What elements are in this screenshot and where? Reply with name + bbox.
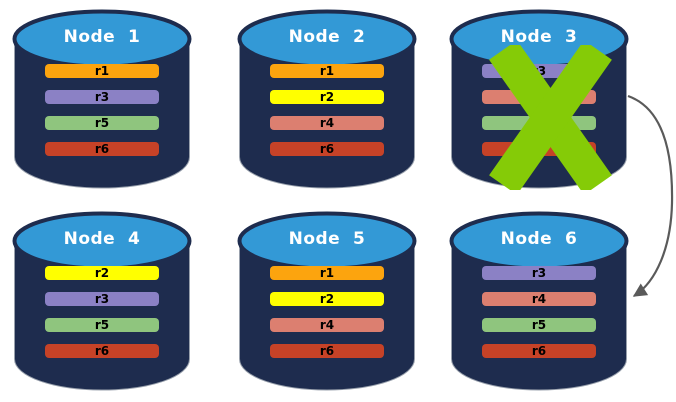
replica-bar: r6 <box>45 344 159 358</box>
replica-bar: r1 <box>270 266 384 280</box>
replica-bar: r6 <box>270 344 384 358</box>
replica-bar: r6 <box>45 142 159 156</box>
replica-bar: r5 <box>45 116 159 130</box>
replica-bar: r6 <box>482 344 596 358</box>
node-5: Node 5 r1 r2 r4 r6 <box>237 210 417 392</box>
replica-bar: r1 <box>45 64 159 78</box>
replica-bar: r4 <box>482 292 596 306</box>
replica-list: r1 r2 r4 r6 <box>270 266 384 370</box>
replica-bar: r3 <box>45 292 159 306</box>
replica-bar: r4 <box>270 116 384 130</box>
node-title: Node 1 <box>63 27 141 47</box>
replica-bar: r3 <box>45 90 159 104</box>
replica-bar: r6 <box>270 142 384 156</box>
replica-bar: r5 <box>45 318 159 332</box>
replica-bar: r4 <box>270 318 384 332</box>
replica-bar: r5 <box>482 116 596 130</box>
replica-bar: r2 <box>270 90 384 104</box>
node-title: Node 2 <box>288 27 366 47</box>
node-title: Node 4 <box>63 229 141 249</box>
replica-bar: r3 <box>482 64 596 78</box>
replica-bar: r2 <box>45 266 159 280</box>
node-6: Node 6 r3 r4 r5 r6 <box>449 210 629 392</box>
replica-list: r3 r4 r5 r6 <box>482 64 596 168</box>
replica-bar: r1 <box>270 64 384 78</box>
node-title: Node 3 <box>500 27 578 47</box>
replica-list: r3 r4 r5 r6 <box>482 266 596 370</box>
replica-list: r2 r3 r5 r6 <box>45 266 159 370</box>
node-3: Node 3 r3 r4 r5 r6 <box>449 8 629 190</box>
replica-bar: r4 <box>482 90 596 104</box>
node-1: Node 1 r1 r3 r5 r6 <box>12 8 192 190</box>
replica-bar: r5 <box>482 318 596 332</box>
replica-bar: r6 <box>482 142 596 156</box>
replica-bar: r3 <box>482 266 596 280</box>
node-title: Node 6 <box>500 229 578 249</box>
node-4: Node 4 r2 r3 r5 r6 <box>12 210 192 392</box>
replica-list: r1 r3 r5 r6 <box>45 64 159 168</box>
node-2: Node 2 r1 r2 r4 r6 <box>237 8 417 190</box>
node-title: Node 5 <box>288 229 366 249</box>
replica-bar: r2 <box>270 292 384 306</box>
replica-list: r1 r2 r4 r6 <box>270 64 384 168</box>
